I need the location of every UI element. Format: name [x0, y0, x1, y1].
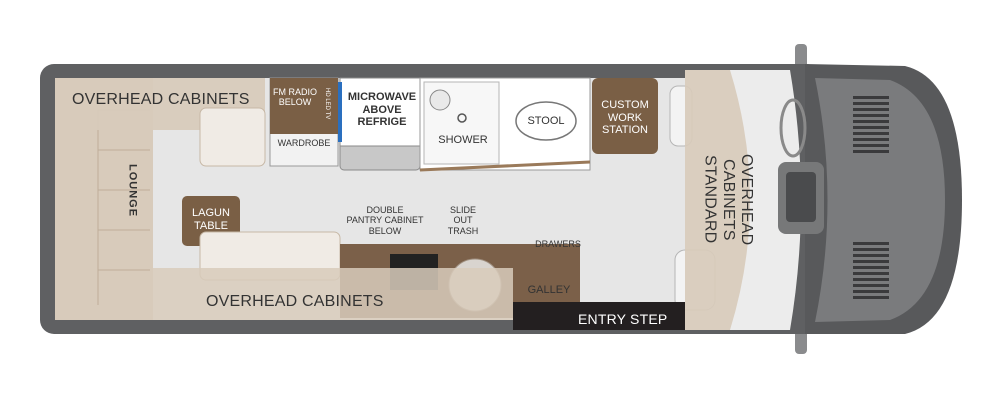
- slide-out-trash-label: SLIDE OUT TRASH: [447, 205, 479, 236]
- entry-step-label: ENTRY STEP: [578, 311, 668, 327]
- lounge-label: LOUNGE: [126, 164, 139, 218]
- fm-radio-cabinet: [270, 78, 338, 134]
- toilet-icon: [515, 101, 577, 141]
- double-pantry-label: DOUBLE PANTRY CABINET BELOW: [346, 205, 424, 236]
- bottom-overhead-cabinet: [153, 268, 513, 320]
- overhead-cabinets-bottom-label: OVERHEAD CABINETS: [206, 293, 384, 310]
- steering-wheel-icon: [779, 98, 807, 158]
- bath-wall: [419, 160, 591, 172]
- windshield: [815, 78, 945, 322]
- galley-label: GALLEY: [527, 284, 571, 296]
- overhead-cabinets-top-label: OVERHEAD CABINETS: [72, 91, 250, 108]
- dash-screen: [786, 172, 816, 222]
- hd-led-tv-label: HD LED TV: [323, 88, 330, 120]
- lagun-table-label: LAGUN TABLE: [192, 207, 230, 232]
- shower-label: SHOWER: [438, 134, 488, 146]
- shower-drain-icon: [457, 113, 467, 123]
- grille-top: [853, 96, 889, 153]
- custom-work-station: [592, 78, 658, 154]
- sink-icon: [429, 89, 451, 111]
- microwave-label: MICROWAVE ABOVE REFRIGE: [347, 91, 417, 129]
- custom-work-station-label: CUSTOM WORK STATION: [601, 99, 649, 137]
- drawers-label: DRAWERS: [535, 239, 581, 249]
- top-bench: [199, 107, 266, 167]
- fm-radio-label: FM RADIO BELOW: [273, 87, 317, 108]
- wardrobe-label: WARDROBE: [277, 138, 331, 148]
- overhead-cabinets-front-label: OVERHEAD CABINETS STANDARD: [701, 153, 756, 246]
- entry-step: [513, 302, 685, 330]
- front-overhead-cabinet: [685, 70, 750, 330]
- microwave-handle: [338, 82, 342, 142]
- grille-bottom: [853, 242, 889, 299]
- stool-label: STOOL: [527, 115, 565, 127]
